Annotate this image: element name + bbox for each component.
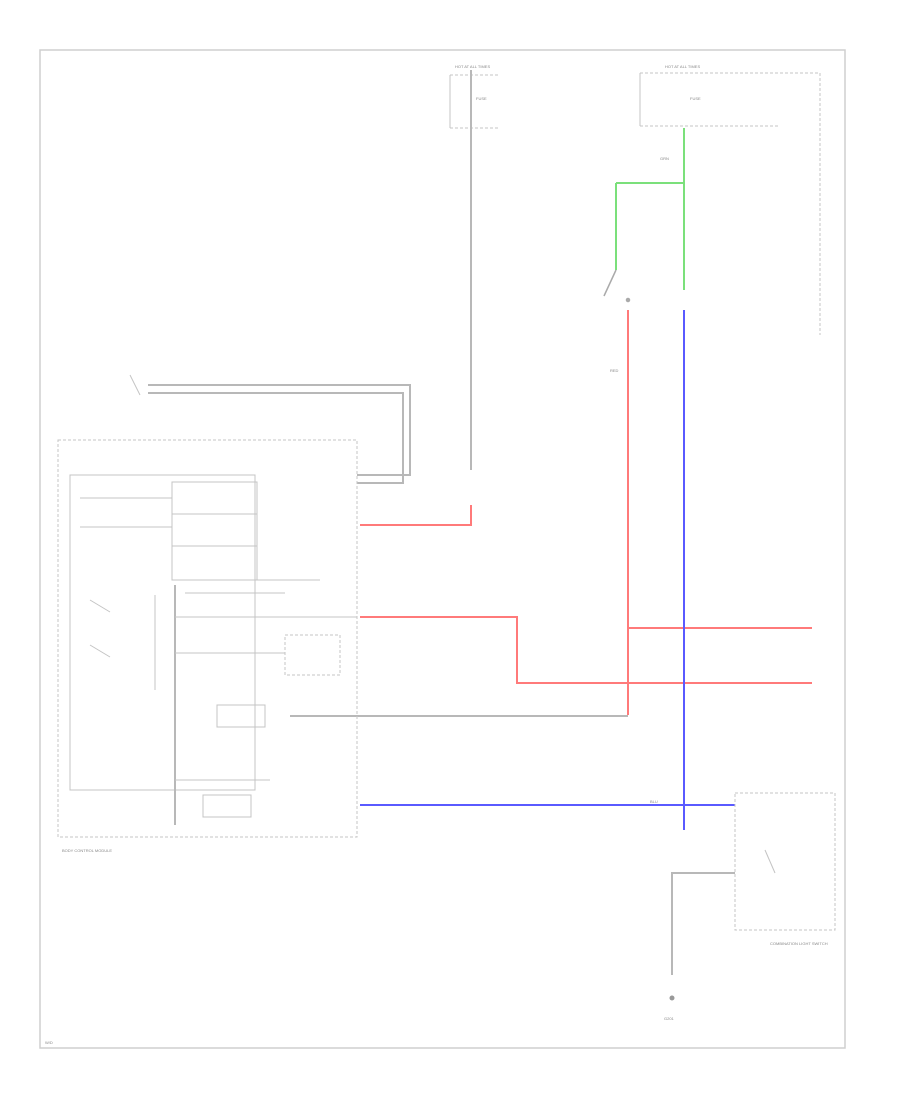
fuse-left-title: HOT AT ALL TIMES [455, 64, 490, 69]
fuse-right-label: FUSE [690, 96, 701, 101]
door-switch-wires [129, 374, 411, 484]
green-wire [615, 128, 685, 290]
page-code: W/D [45, 1040, 53, 1045]
wire-label-red: RED [610, 368, 619, 373]
fuse-right-title: HOT AT ALL TIMES [665, 64, 700, 69]
wire-label-green: GRN [660, 156, 669, 161]
red-wire [360, 310, 812, 715]
switch-icon [603, 269, 631, 303]
fuse-left-label: FUSE [476, 96, 487, 101]
ground-icon: G201 [664, 995, 675, 1021]
diagram-border [39, 49, 846, 1049]
ground-label: G201 [664, 1016, 675, 1021]
blue-wire [360, 310, 735, 830]
fuse-block-left: HOT AT ALL TIMES FUSE [449, 64, 500, 470]
module-label: BODY CONTROL MODULE [62, 848, 112, 853]
body-control-module: BODY CONTROL MODULE [57, 439, 358, 853]
wire-label-blue: BLU [650, 799, 658, 804]
switch-label: COMBINATION LIGHT SWITCH [770, 941, 828, 946]
combination-switch: COMBINATION LIGHT SWITCH [671, 792, 836, 975]
fuse-block-right: HOT AT ALL TIMES FUSE [639, 64, 821, 335]
